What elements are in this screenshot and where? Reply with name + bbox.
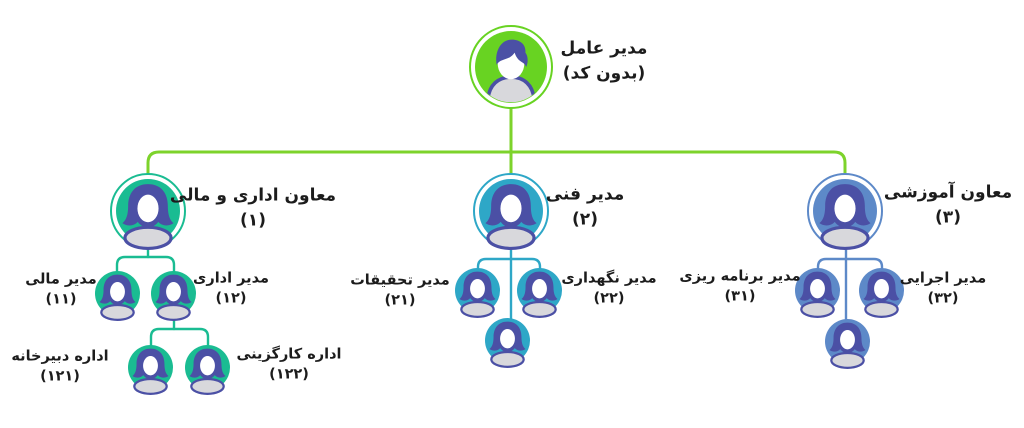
node-personnel-office[interactable] xyxy=(183,343,232,395)
node-title: مدیر تحقیقات xyxy=(350,272,450,289)
node-code: (۳۱) xyxy=(724,289,756,305)
node-title: معاون اداری و مالی xyxy=(169,185,337,206)
node-title: مدیر مالی xyxy=(25,271,97,288)
node-code: (۲۱) xyxy=(384,293,416,309)
node-code: (۳۲) xyxy=(927,291,959,307)
node-education-deputy[interactable] xyxy=(807,173,883,251)
label-admin-finance-deputy: معاون اداری و مالی (۱) xyxy=(170,183,336,232)
female-avatar-icon xyxy=(183,343,232,395)
node-education-sub-member[interactable] xyxy=(823,317,872,369)
female-avatar-icon xyxy=(453,266,502,318)
node-code: (۱۱) xyxy=(45,292,77,308)
female-avatar-icon xyxy=(857,266,906,318)
node-technical-sub-member[interactable] xyxy=(483,316,532,368)
female-avatar-icon xyxy=(477,177,545,251)
node-code: (۱۲۲) xyxy=(269,367,309,383)
node-maintenance-manager[interactable] xyxy=(515,266,564,318)
technical-branch-line xyxy=(476,257,542,271)
admin-finance-branch-line xyxy=(115,255,176,274)
female-avatar-icon xyxy=(811,177,879,251)
node-title: مدیر اجرایی xyxy=(899,270,987,287)
label-research-manager: مدیر تحقیقات (۲۱) xyxy=(350,271,450,312)
label-ceo: مدیر عامل (بدون کد) xyxy=(561,36,648,85)
female-avatar-icon xyxy=(793,266,842,318)
node-code: (۲) xyxy=(572,209,598,229)
node-technical-manager[interactable] xyxy=(473,173,549,251)
node-ceo[interactable] xyxy=(469,25,553,109)
label-education-deputy: معاون آموزشی (۳) xyxy=(884,180,1012,229)
label-executive-manager: مدیر اجرایی (۳۲) xyxy=(900,269,986,310)
female-avatar-icon xyxy=(823,317,872,369)
male-avatar-icon xyxy=(475,31,547,103)
level1-branch-line xyxy=(146,150,847,176)
admin-manager-branch-line xyxy=(149,327,210,348)
node-title: اداره دبیرخانه xyxy=(11,348,109,365)
node-title: مدیر اداری xyxy=(193,270,269,287)
node-code: (۱۲۱) xyxy=(40,369,80,385)
node-code: (۱) xyxy=(240,210,266,230)
node-executive-manager[interactable] xyxy=(857,266,906,318)
node-secretariat-office[interactable] xyxy=(126,343,175,395)
node-planning-manager[interactable] xyxy=(793,266,842,318)
label-admin-manager: مدیر اداری (۱۲) xyxy=(193,269,269,310)
node-title: مدیر عامل xyxy=(560,38,648,59)
node-code: (۱۲) xyxy=(215,291,247,307)
node-admin-manager[interactable] xyxy=(149,269,198,321)
node-title: مدیر فنی xyxy=(545,184,625,205)
female-avatar-icon xyxy=(126,343,175,395)
label-maintenance-manager: مدیر نگهداری (۲۲) xyxy=(561,269,656,310)
node-research-manager[interactable] xyxy=(453,266,502,318)
female-avatar-icon xyxy=(149,269,198,321)
female-avatar-icon xyxy=(93,269,142,321)
node-code: (بدون کد) xyxy=(562,63,646,83)
node-code: (۲۲) xyxy=(593,291,625,307)
node-title: معاون آموزشی xyxy=(883,182,1013,203)
label-planning-manager: مدیر برنامه ریزی (۳۱) xyxy=(679,267,800,308)
node-title: مدیر نگهداری xyxy=(561,270,657,287)
female-avatar-icon xyxy=(515,266,564,318)
label-finance-manager: مدیر مالی (۱۱) xyxy=(25,270,96,311)
node-title: اداره کارگزینی xyxy=(236,346,342,363)
education-branch-line xyxy=(816,257,884,271)
label-secretariat-office: اداره دبیرخانه (۱۲۱) xyxy=(11,347,108,388)
node-code: (۳) xyxy=(935,207,961,227)
label-technical-manager: مدیر فنی (۲) xyxy=(546,182,625,231)
node-finance-manager[interactable] xyxy=(93,269,142,321)
female-avatar-icon xyxy=(483,316,532,368)
node-admin-finance-deputy[interactable] xyxy=(110,173,186,251)
label-personnel-office: اداره کارگزینی (۱۲۲) xyxy=(236,345,341,386)
node-title: مدیر برنامه ریزی xyxy=(679,268,801,285)
